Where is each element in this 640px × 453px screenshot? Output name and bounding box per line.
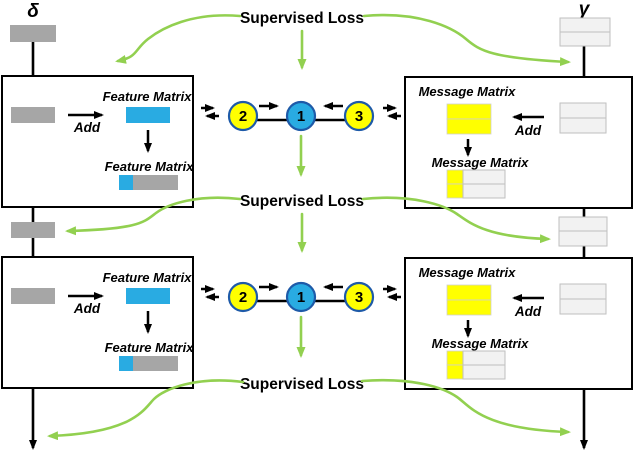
supervised-loss-top-label: Supervised Loss [240,10,364,27]
message-concat-light-cell [462,364,506,380]
message-box-2: Message Matrix Add Message Matrix [404,257,633,390]
loss-curve-bottom-left [47,379,245,441]
gamma-cell [559,117,607,134]
add-label: Add [73,301,101,316]
message-matrix-yellow-cell [446,299,492,316]
message-concat-yellow-cell [446,169,464,185]
loss-curve-middle-right [361,196,551,244]
message-concat-yellow-cell [446,183,464,199]
node-1 [285,281,317,313]
node-2 [227,281,259,313]
add-label: Add [73,120,101,135]
loss-curve-middle-left [65,196,242,236]
message-matrix-yellow-cell [446,103,492,120]
node-3 [343,281,375,313]
row-1: Add Feature Matrix Feature Matrix 2 1 3 [1,75,633,209]
feature-matrix-blue-rect [126,288,170,304]
gamma-cell [559,298,607,315]
loss-curve-top-right [362,13,571,67]
gamma-cell [559,102,607,119]
node-1-label: 1 [297,289,305,306]
feature-concat-gray-rect [133,356,178,371]
graph-2: 2 1 3 [201,281,401,358]
row-2: Add Feature Matrix Feature Matrix 2 1 3 [1,256,633,390]
loss-curve-top-left [115,14,242,64]
node-2 [227,100,259,132]
gamma-weight-rect [559,17,611,47]
feature-matrix-result-label: Feature Matrix [105,159,195,174]
feature-concat-blue-rect [119,356,133,371]
message-concat-yellow-cell [446,364,464,380]
message-matrix-result-label: Message Matrix [432,155,530,170]
feature-input-gray-rect [11,288,55,304]
message-box-outline [404,76,633,209]
graph-1: 2 1 3 [201,100,401,177]
feature-input-gray-rect [11,107,55,123]
node-3 [343,100,375,132]
message-matrix-label: Message Matrix [419,265,517,280]
feature-box-1: Add Feature Matrix Feature Matrix [1,75,195,208]
supervised-loss-bottom-label: Supervised Loss [240,376,364,393]
bottom-section: Supervised Loss [47,376,571,441]
gamma-weight-rect [558,216,608,247]
message-concat-light-cell [462,183,506,199]
node-1-label: 1 [297,108,305,125]
message-matrix-yellow-cell [446,118,492,135]
feature-matrix-result-label: Feature Matrix [105,340,195,355]
feature-concat-blue-rect [119,175,133,190]
feature-matrix-label: Feature Matrix [103,89,193,104]
message-matrix-result-label: Message Matrix [432,336,530,351]
gamma-label: γ [579,0,591,20]
message-box-1: Message Matrix Add Message Matrix [404,76,633,209]
node-2-label: 2 [239,108,247,125]
message-box-outline [404,257,633,390]
gamma-cell [559,283,607,300]
add-label: Add [514,304,542,319]
message-matrix-label: Message Matrix [419,84,517,99]
feature-matrix-blue-rect [126,107,170,123]
node-2-label: 2 [239,289,247,306]
feature-matrix-label: Feature Matrix [103,270,193,285]
feature-concat-gray-rect [133,175,178,190]
supervised-loss-middle-label: Supervised Loss [240,193,364,210]
message-concat-light-cell [462,350,506,366]
message-concat-yellow-cell [446,350,464,366]
node-1 [285,100,317,132]
delta-weight-rect [11,222,55,238]
middle-section: Supervised Loss [11,193,608,253]
delta-weight-rect [10,25,56,42]
node-3-label: 3 [355,108,363,125]
delta-label: δ [27,1,39,22]
add-label: Add [514,123,542,138]
message-concat-light-cell [462,169,506,185]
loss-curve-bottom-right [360,378,571,437]
message-matrix-yellow-cell [446,284,492,301]
feature-box-2: Add Feature Matrix Feature Matrix [1,256,195,389]
node-3-label: 3 [355,289,363,306]
